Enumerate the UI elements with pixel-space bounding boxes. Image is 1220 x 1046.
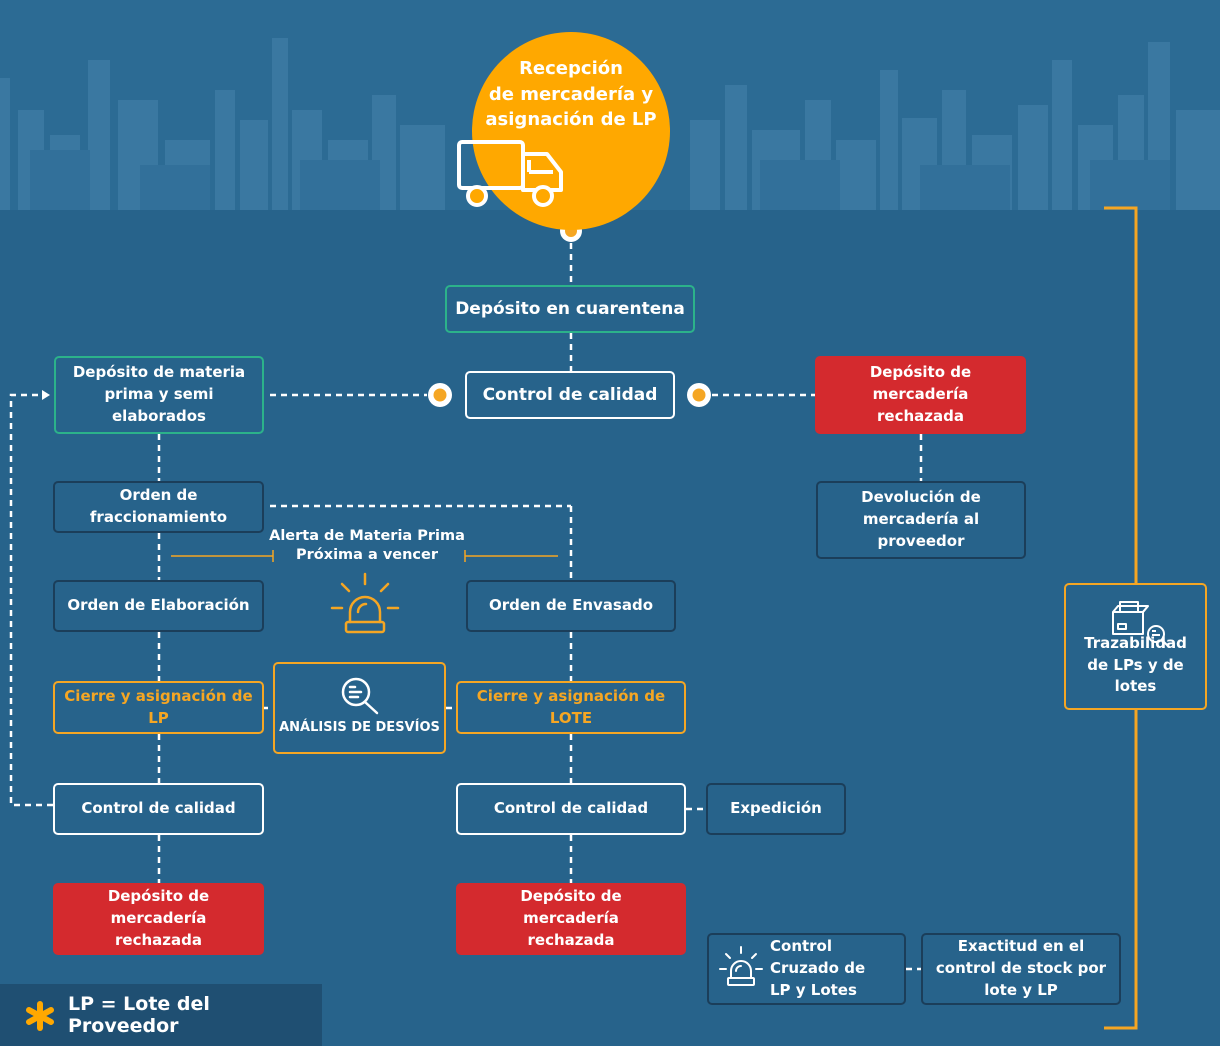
- shipping-box: Expedición: [706, 783, 846, 835]
- close-assign-lp-box: Cierre y asignación de LP: [53, 681, 264, 734]
- quality-control-mid-label: Control de calidad: [493, 799, 649, 818]
- supplier-return-box: Devolución de mercadería al proveedor: [816, 481, 1026, 559]
- rejected-deposit-mid-label: Depósito de mercadería rechazada: [520, 887, 622, 949]
- cross-control-box: Control Cruzado de LP y Lotes: [707, 933, 906, 1005]
- production-order-box: Orden de Elaboración: [53, 580, 264, 632]
- raw-material-deposit-label: Depósito de materia prima y semi elabora…: [72, 363, 246, 425]
- deviation-analysis-label: ANÁLISIS DE DESVÍOS: [279, 720, 440, 736]
- close-assign-lot-label: Cierre y asignación de LOTE: [476, 686, 666, 727]
- cross-control-label: Control Cruzado de LP y Lotes: [770, 937, 866, 999]
- city-skyline-background: [0, 0, 1220, 210]
- stock-accuracy-box: Exactitud en el control de stock por lot…: [921, 933, 1121, 1005]
- legend-panel: LP = Lote del Proveedor: [0, 984, 322, 1046]
- rejected-deposit-mid-box: Depósito de mercadería rechazada: [456, 883, 686, 955]
- packaging-order-label: Orden de Envasado: [488, 596, 653, 615]
- quarantine-deposit-label: Depósito en cuarentena: [455, 298, 685, 319]
- alarm-light-icon: [330, 572, 400, 634]
- rejected-deposit-top-label: Depósito de mercadería rechazada: [869, 363, 972, 425]
- legend-text: LP = Lote del Proveedor: [68, 993, 210, 1037]
- asterisk-icon: [26, 1001, 54, 1031]
- stock-accuracy-label: Exactitud en el control de stock por lot…: [935, 937, 1107, 999]
- rejected-deposit-left-box: Depósito de mercadería rechazada: [53, 883, 264, 955]
- packaging-order-box: Orden de Envasado: [466, 580, 676, 632]
- title-line-3: asignación de LP: [485, 109, 657, 131]
- rejected-deposit-top-box: Depósito de mercadería rechazada: [815, 356, 1026, 434]
- boxes-search-icon: [1112, 601, 1170, 648]
- truck-icon: [457, 140, 563, 207]
- title-line-2: de mercadería y: [488, 83, 654, 105]
- quality-control-top-label: Control de calidad: [482, 384, 658, 405]
- title-line-1: Recepción: [519, 58, 623, 79]
- title-circle: [472, 32, 670, 230]
- traceability-label: Trazabilidad de LPs y de lotes: [1084, 633, 1187, 696]
- quality-control-top-box: Control de calidad: [465, 371, 675, 419]
- shipping-label: Expedición: [730, 799, 822, 818]
- expiry-alert-text: Alerta de Materia Prima Próxima a vencer: [269, 528, 465, 563]
- close-assign-lp-label: Cierre y asignación de LP: [64, 686, 253, 727]
- production-order-label: Orden de Elaboración: [67, 596, 250, 615]
- quality-control-left-box: Control de calidad: [53, 783, 264, 835]
- supplier-return-label: Devolución de mercadería al proveedor: [861, 488, 981, 550]
- rejected-deposit-left-label: Depósito de mercadería rechazada: [107, 887, 210, 949]
- fractioning-order-label: Orden de fraccionamiento: [89, 486, 228, 526]
- quality-control-left-label: Control de calidad: [81, 799, 236, 818]
- search-analysis-icon: [341, 677, 379, 715]
- close-assign-lot-box: Cierre y asignación de LOTE: [456, 681, 686, 734]
- raw-material-deposit-box: Depósito de materia prima y semi elabora…: [54, 356, 264, 434]
- fractioning-order-box: Orden de fraccionamiento: [53, 481, 264, 533]
- alarm-icon: [719, 946, 763, 986]
- traceability-box: Trazabilidad de LPs y de lotes: [1064, 583, 1207, 710]
- deviation-analysis-box: ANÁLISIS DE DESVÍOS: [273, 662, 446, 754]
- quarantine-deposit-box: Depósito en cuarentena: [445, 285, 695, 333]
- diagram-title: Recepción de mercadería y asignación de …: [472, 56, 670, 133]
- quality-control-mid-box: Control de calidad: [456, 783, 686, 835]
